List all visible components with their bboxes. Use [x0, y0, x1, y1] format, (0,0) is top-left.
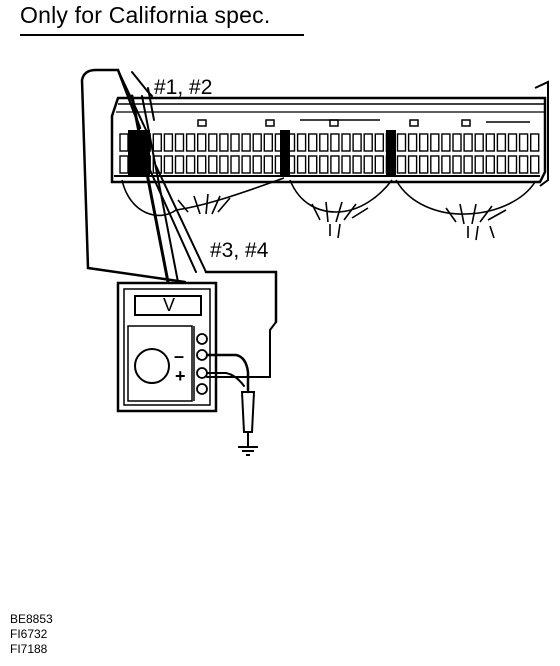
connector-pin: [518, 155, 529, 174]
connector-pin: [319, 133, 329, 152]
connector-pin: [463, 155, 473, 174]
connector-pin: [496, 133, 507, 152]
connector-pin: [119, 155, 129, 174]
connector-pin: [330, 133, 340, 152]
connector-pin: [252, 133, 262, 152]
connector-pin: [296, 133, 307, 152]
connector-pin: [341, 133, 351, 152]
connector-pin: [185, 133, 196, 152]
connector-pin: [163, 155, 174, 174]
figure-code: BE8853: [10, 612, 53, 626]
connector-pin: [363, 155, 373, 174]
connector-pin: [396, 133, 407, 152]
probe-leads: [80, 68, 278, 324]
connector-pin: [452, 155, 462, 174]
connector-pin: [263, 133, 273, 152]
figure-code: FI6732: [10, 627, 48, 641]
connector-pin: [463, 133, 473, 152]
connector-pin: [441, 133, 451, 152]
connector-pin: [174, 155, 185, 174]
probe-label-1-2: #1, #2: [154, 76, 212, 99]
ground-symbol-icon: [238, 446, 258, 456]
connector-pin: [219, 133, 229, 152]
figure-codes: BE8853 FI6732 FI7188: [10, 612, 53, 657]
voltmeter: [116, 281, 218, 413]
connector-pin: [496, 155, 507, 174]
connector-pin: [252, 155, 262, 174]
connector-pin: [119, 133, 129, 152]
connector-pin: [518, 133, 529, 152]
connector-pin: [185, 155, 196, 174]
connector-pin: [530, 133, 540, 152]
connector-pin: [419, 155, 429, 174]
wire-harness: [121, 177, 536, 241]
meter-jack: [196, 333, 208, 345]
connector-pin: [452, 133, 462, 152]
connector-pin: [341, 155, 351, 174]
connector-pin: [219, 155, 229, 174]
connector-pin: [363, 133, 373, 152]
connector-pin: [530, 155, 540, 174]
connector-pin: [152, 133, 163, 152]
connector-pin: [419, 133, 429, 152]
connector-pin: [507, 155, 518, 174]
connector-divider: [386, 130, 396, 176]
connector-pin: [474, 133, 484, 152]
probe-label-3-4: #3, #4: [210, 239, 269, 262]
meter-plus-sign: +: [175, 366, 186, 386]
connector-pin: [196, 155, 207, 174]
connector-pin: [430, 133, 440, 152]
connector-pin: [263, 155, 273, 174]
connector-pin: [441, 155, 451, 174]
connector-pin: [407, 155, 418, 174]
connector-pin: [230, 133, 240, 152]
connector-pin: [352, 133, 362, 152]
connector-pin: [485, 155, 495, 174]
meter-minus-sign: –: [174, 346, 184, 366]
ground-lead: [205, 321, 277, 447]
connector-pin: [308, 133, 318, 152]
connector-pin: [507, 133, 518, 152]
connector-pin: [241, 155, 251, 174]
figure-code: FI7188: [10, 642, 48, 656]
connector-pin: [163, 133, 174, 152]
title-underline: [20, 34, 304, 36]
connector-pin: [374, 133, 384, 152]
connector-pin: [208, 133, 218, 152]
connector-pin: [474, 155, 484, 174]
connector-pin: [374, 155, 384, 174]
connector-pin: [352, 155, 362, 174]
connector-pin: [430, 155, 440, 174]
connector-pin: [407, 133, 418, 152]
connector-pin: [196, 133, 207, 152]
page-title: Only for California spec.: [20, 2, 271, 28]
connector-pin: [230, 155, 240, 174]
meter-jack: [196, 383, 208, 395]
connector-pin: [319, 155, 329, 174]
connector-pin: [396, 155, 407, 174]
connector-pin: [308, 155, 318, 174]
connector-pin: [208, 155, 218, 174]
connector-pin: [174, 133, 185, 152]
connector-divider: [280, 130, 290, 176]
connector-pin: [485, 133, 495, 152]
meter-display-label: V: [163, 295, 175, 315]
connector-pin: [296, 155, 307, 174]
connector-pin: [330, 155, 340, 174]
connector-pin: [241, 133, 251, 152]
